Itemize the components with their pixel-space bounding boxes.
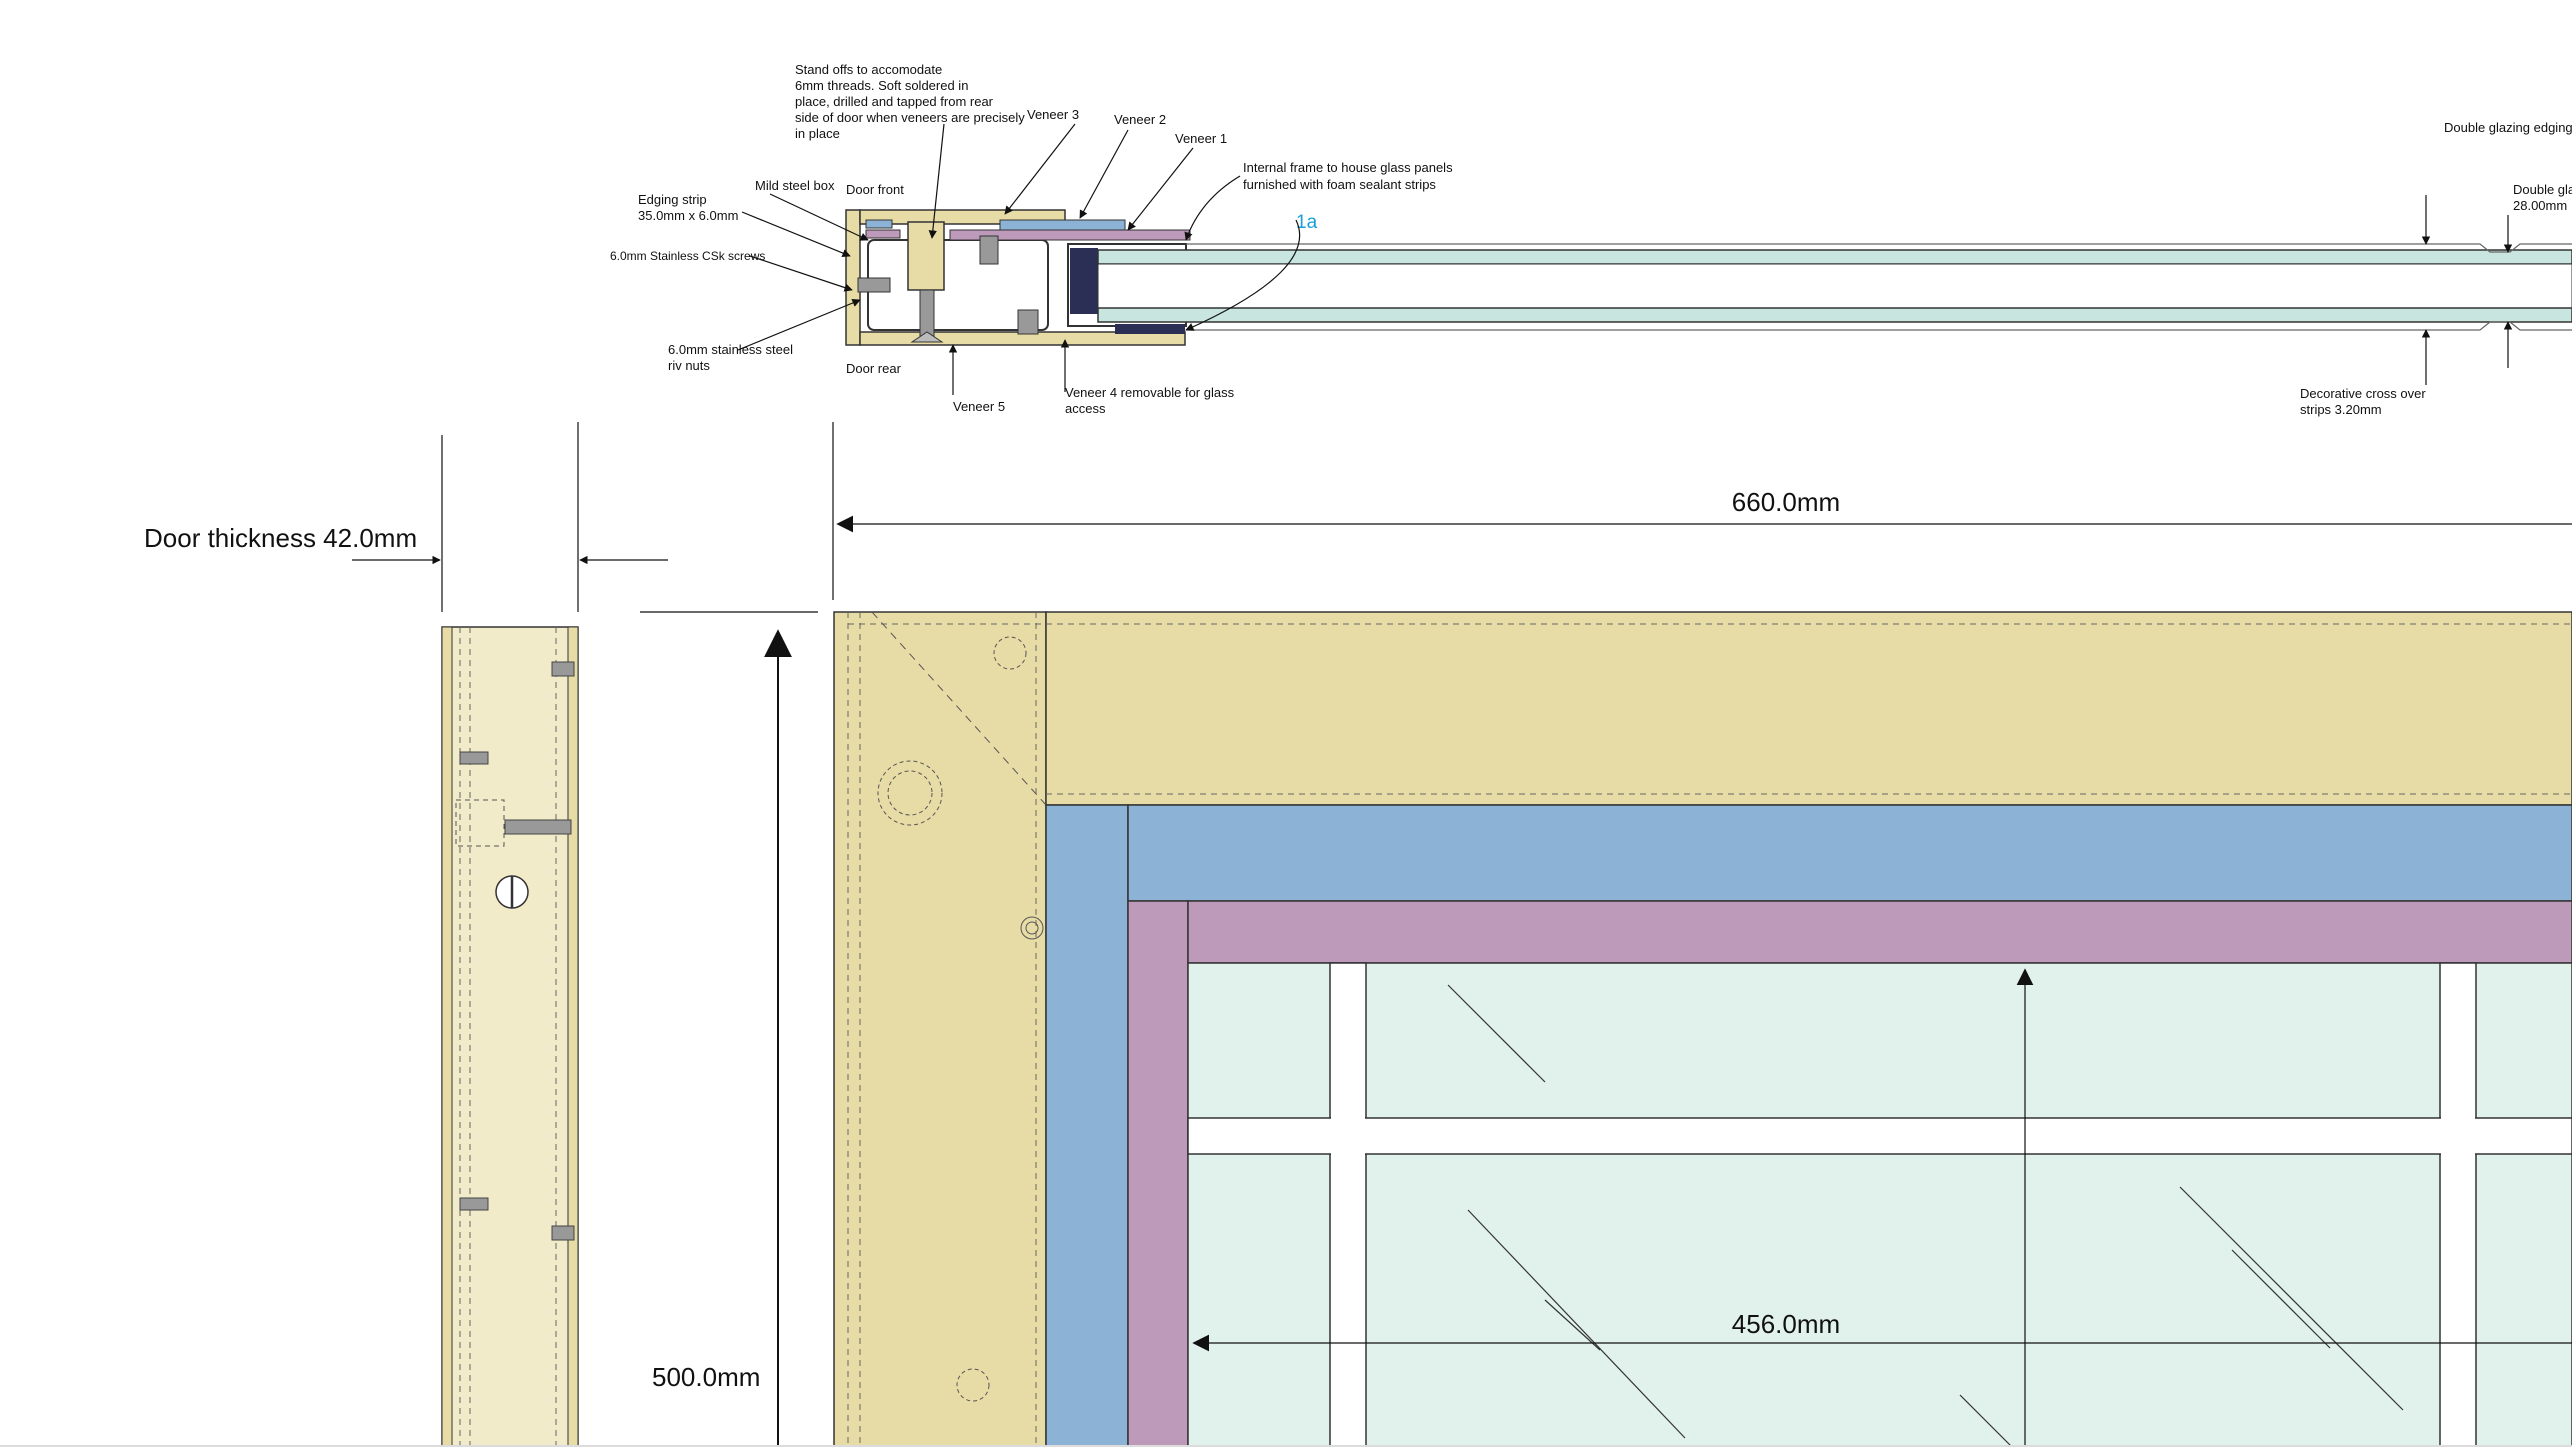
label-standoffs: Stand offs to accomodate 6mm threads. So… <box>795 62 1028 141</box>
section-glass-inner <box>1097 307 2572 323</box>
veneer-blue-left <box>1045 804 1129 1448</box>
dimension-labels: Door thickness 42.0mm 660.0mm 500.0mm 45… <box>144 486 1858 1392</box>
section-glass-outer <box>1097 249 2572 265</box>
glass-panel <box>1187 962 2572 1448</box>
height-dimension-label: 500.0mm <box>652 1362 760 1392</box>
label-mild-steel-box: Mild steel box <box>755 178 835 193</box>
side-view <box>441 626 579 1448</box>
label-veneer4: Veneer 4 removable for glass access <box>1065 385 1238 416</box>
section-veneer-blue-left <box>865 219 893 229</box>
door-thickness-label: Door thickness 42.0mm <box>144 523 417 553</box>
label-veneer3: Veneer 3 <box>1027 107 1079 122</box>
veneer-blue-top <box>1127 804 2572 902</box>
side-view-front-edge <box>441 626 453 1448</box>
label-internal-frame: Internal frame to house glass panels fur… <box>1243 160 1456 192</box>
frame-top-rail <box>1045 611 2572 806</box>
side-view-body <box>441 626 579 1448</box>
label-riv-nuts: 6.0mm stainless steel riv nuts <box>668 342 797 373</box>
section-leaders <box>737 123 2513 395</box>
dimension-lines <box>352 422 2572 1447</box>
label-detail-ref: 1a <box>1296 212 1318 233</box>
cross-bar-vertical-left <box>1329 962 1367 1448</box>
label-double-glazing-edging: Double glazing edging <box>2444 120 2572 135</box>
section-glass-gap <box>1097 263 2572 309</box>
section-screws <box>857 235 1039 343</box>
label-edging-strip: Edging strip 35.0mm x 6.0mm <box>638 192 738 223</box>
side-view-rear-edge <box>567 626 579 1448</box>
label-veneer2: Veneer 2 <box>1114 112 1166 127</box>
label-csk-screws: 6.0mm Stainless CSk screws <box>610 249 765 263</box>
front-view <box>833 611 2572 1448</box>
cross-bar-vertical-right <box>2439 962 2477 1448</box>
label-door-rear: Door rear <box>846 361 902 376</box>
side-view-screws <box>459 661 575 1241</box>
veneer-purple-top <box>1187 900 2572 964</box>
glass-reflections <box>1447 984 2404 1448</box>
section-annotations: Stand offs to accomodate 6mm threads. So… <box>610 62 2572 417</box>
label-veneer5: Veneer 5 <box>953 399 1005 414</box>
label-door-front: Door front <box>846 182 904 197</box>
frame-left-stile <box>833 611 1047 1448</box>
section-veneer-purple-left <box>865 229 901 239</box>
label-veneer1: Veneer 1 <box>1175 131 1227 146</box>
cross-bar-horizontal <box>1187 1117 2572 1155</box>
width-dimension-label: 660.0mm <box>1732 487 1840 517</box>
section-foam-strip-navy <box>1070 248 1098 314</box>
side-view-screw-head <box>495 875 529 909</box>
label-decorative-cross: Decorative cross over strips 3.20mm <box>2300 386 2429 417</box>
section-standoff <box>907 221 945 291</box>
veneer-purple-left <box>1127 900 1189 1448</box>
cross-section <box>845 209 2572 346</box>
inner-width-dimension-label: 456.0mm <box>1732 1309 1840 1339</box>
section-bottom-strip <box>1115 324 1185 334</box>
bottom-rule <box>0 1445 2572 1447</box>
section-veneer2 <box>999 219 1126 231</box>
label-double-glazing: Double gla 28.00mm <box>2513 182 2572 213</box>
